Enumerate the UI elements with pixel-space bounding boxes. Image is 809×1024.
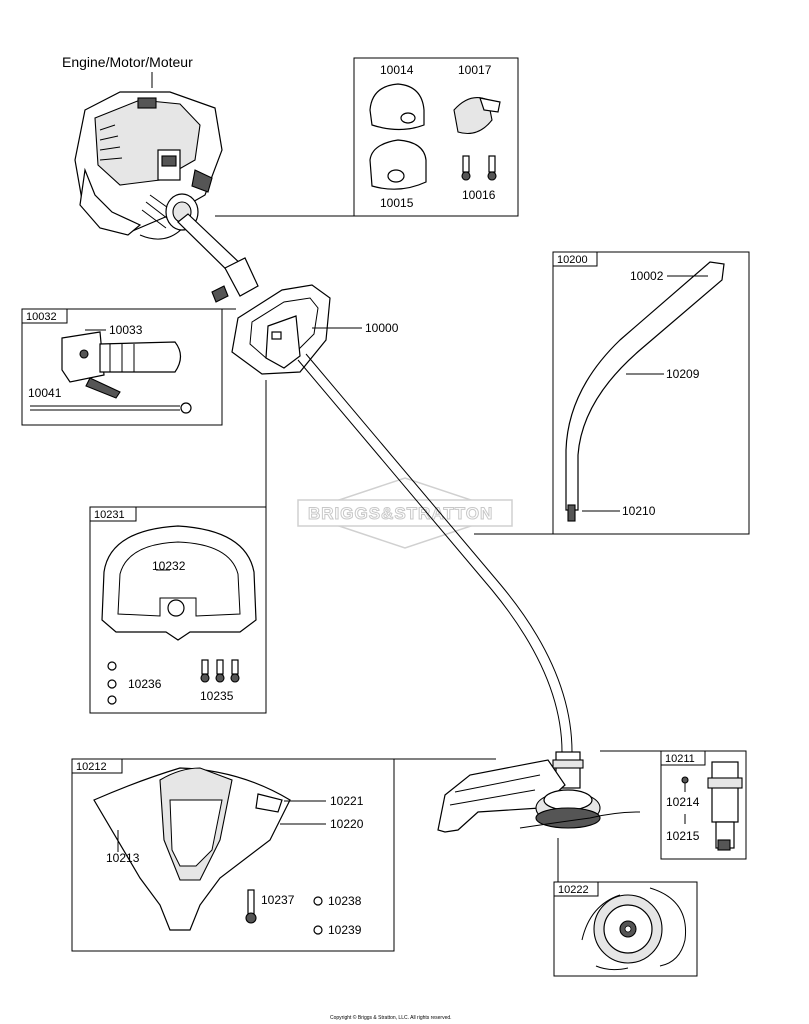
label-10000: 10000 <box>365 321 399 335</box>
box-number-10200: 10200 <box>557 254 588 266</box>
label-10221: 10221 <box>330 794 364 808</box>
label-10237: 10237 <box>261 893 295 907</box>
box-number-10212: 10212 <box>76 761 107 773</box>
watermark-text: BRIGGS&STRATTON <box>308 504 493 523</box>
label-10017: 10017 <box>458 63 492 77</box>
box-number-10222: 10222 <box>558 884 589 896</box>
label-10210: 10210 <box>622 504 656 518</box>
loop-handle <box>231 284 331 375</box>
engine-drawing <box>74 91 223 240</box>
label-10239: 10239 <box>328 923 362 937</box>
label-10016: 10016 <box>462 188 496 202</box>
box-number-10032: 10032 <box>26 311 57 323</box>
box-10212: 10212 10221 10220 10213 10237 10238 1023… <box>71 758 496 952</box>
label-10015: 10015 <box>380 196 414 210</box>
box-number-10231: 10231 <box>94 509 125 521</box>
label-10041: 10041 <box>28 386 62 400</box>
clamp-parts-box: 10014 10017 10015 10016 <box>215 57 519 217</box>
label-10215: 10215 <box>666 829 700 843</box>
box-10200: 10200 10002 10209 10210 <box>474 251 750 535</box>
copyright-text: Copyright © Briggs & Stratton, LLC. All … <box>330 1014 452 1021</box>
box-10231: 10231 10232 10236 10235 <box>89 380 267 714</box>
label-10002: 10002 <box>630 269 664 283</box>
trimmer-head-assembly <box>437 751 641 882</box>
label-10232: 10232 <box>152 559 186 573</box>
label-10220: 10220 <box>330 817 364 831</box>
engine-title: Engine/Motor/Moteur <box>62 54 193 70</box>
box-10222: 10222 <box>553 881 698 977</box>
upper-shaft <box>177 213 259 303</box>
label-10209: 10209 <box>666 367 700 381</box>
box-10032: 10032 10033 10041 <box>21 308 236 426</box>
label-10235: 10235 <box>200 689 234 703</box>
watermark-logo: BRIGGS&STRATTON <box>297 477 513 549</box>
label-10214: 10214 <box>666 795 700 809</box>
label-10213: 10213 <box>106 851 140 865</box>
label-10014: 10014 <box>380 63 414 77</box>
box-10211: 10211 10214 10215 <box>600 750 747 860</box>
label-10238: 10238 <box>328 894 362 908</box>
label-10236: 10236 <box>128 677 162 691</box>
main-shaft <box>297 353 573 753</box>
label-10033: 10033 <box>109 323 143 337</box>
box-number-10211: 10211 <box>665 753 695 765</box>
